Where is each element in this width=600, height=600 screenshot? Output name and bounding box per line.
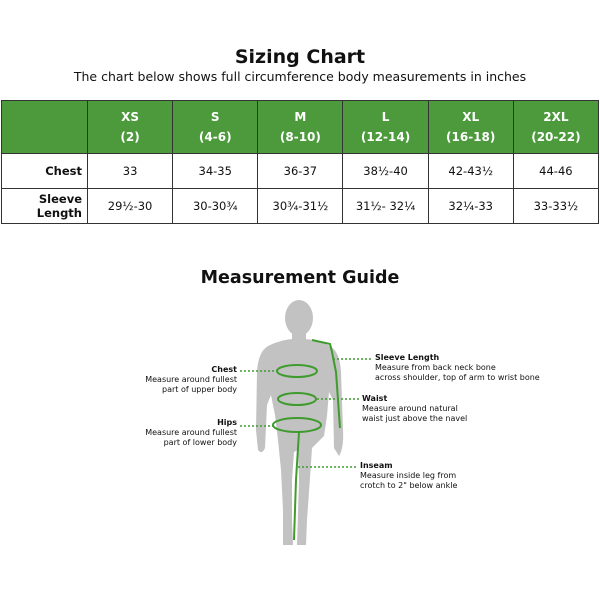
sizing-table: XS(2) S(4-6) M(8-10) L(12-14) XL(16-18) … xyxy=(1,100,600,224)
size-header-cell: L(12-14) xyxy=(342,100,429,154)
table-cell: 30-30¾ xyxy=(172,188,259,224)
leader-lines xyxy=(240,358,373,468)
table-cell: 36-37 xyxy=(257,153,344,189)
body-silhouette xyxy=(256,300,344,545)
table-cell: 44-46 xyxy=(512,153,600,189)
inseam-measure-line xyxy=(293,431,300,541)
size-header-row: XS(2) S(4-6) M(8-10) L(12-14) XL(16-18) … xyxy=(1,100,600,154)
corner-cell xyxy=(1,100,88,154)
sleeve-length-label: Sleeve Length Measure from back neck bon… xyxy=(375,353,540,382)
size-header-cell: M(8-10) xyxy=(257,100,344,154)
chest-label: Chest Measure around fullest part of upp… xyxy=(145,365,237,394)
sizing-chart-title: Sizing Chart xyxy=(234,46,366,68)
waist-label: Waist Measure around natural waist just … xyxy=(362,394,468,423)
table-cell: 32¼-33 xyxy=(427,188,514,224)
size-header-cell: 2XL(20-22) xyxy=(512,100,600,154)
size-header-cell: S(4-6) xyxy=(172,100,259,154)
table-cell: 42-43½ xyxy=(427,153,514,189)
measurement-guide-title: Measurement Guide xyxy=(200,268,400,288)
hips-measure-ellipse xyxy=(272,417,322,433)
table-cell: 30¾-31½ xyxy=(257,188,344,224)
table-row-sleeve: Sleeve Length 29½-30 30-30¾ 30¾-31½ 31½-… xyxy=(1,188,600,224)
sleeve-measure-line xyxy=(311,339,341,429)
table-cell: 31½- 32¼ xyxy=(342,188,429,224)
waist-measure-ellipse xyxy=(277,392,317,406)
row-label-sleeve: Sleeve Length xyxy=(1,188,88,224)
hips-label: Hips Measure around fullest part of lowe… xyxy=(145,418,237,447)
row-label-chest: Chest xyxy=(1,153,88,189)
inseam-label: Inseam Measure inside leg from crotch to… xyxy=(360,461,458,490)
table-cell: 29½-30 xyxy=(86,188,174,224)
sizing-chart-subtitle: The chart below shows full circumference… xyxy=(73,69,527,84)
table-cell: 33 xyxy=(86,153,174,189)
size-header-cell: XS(2) xyxy=(86,100,174,154)
size-header-cell: XL(16-18) xyxy=(427,100,514,154)
table-cell: 33-33½ xyxy=(512,188,600,224)
